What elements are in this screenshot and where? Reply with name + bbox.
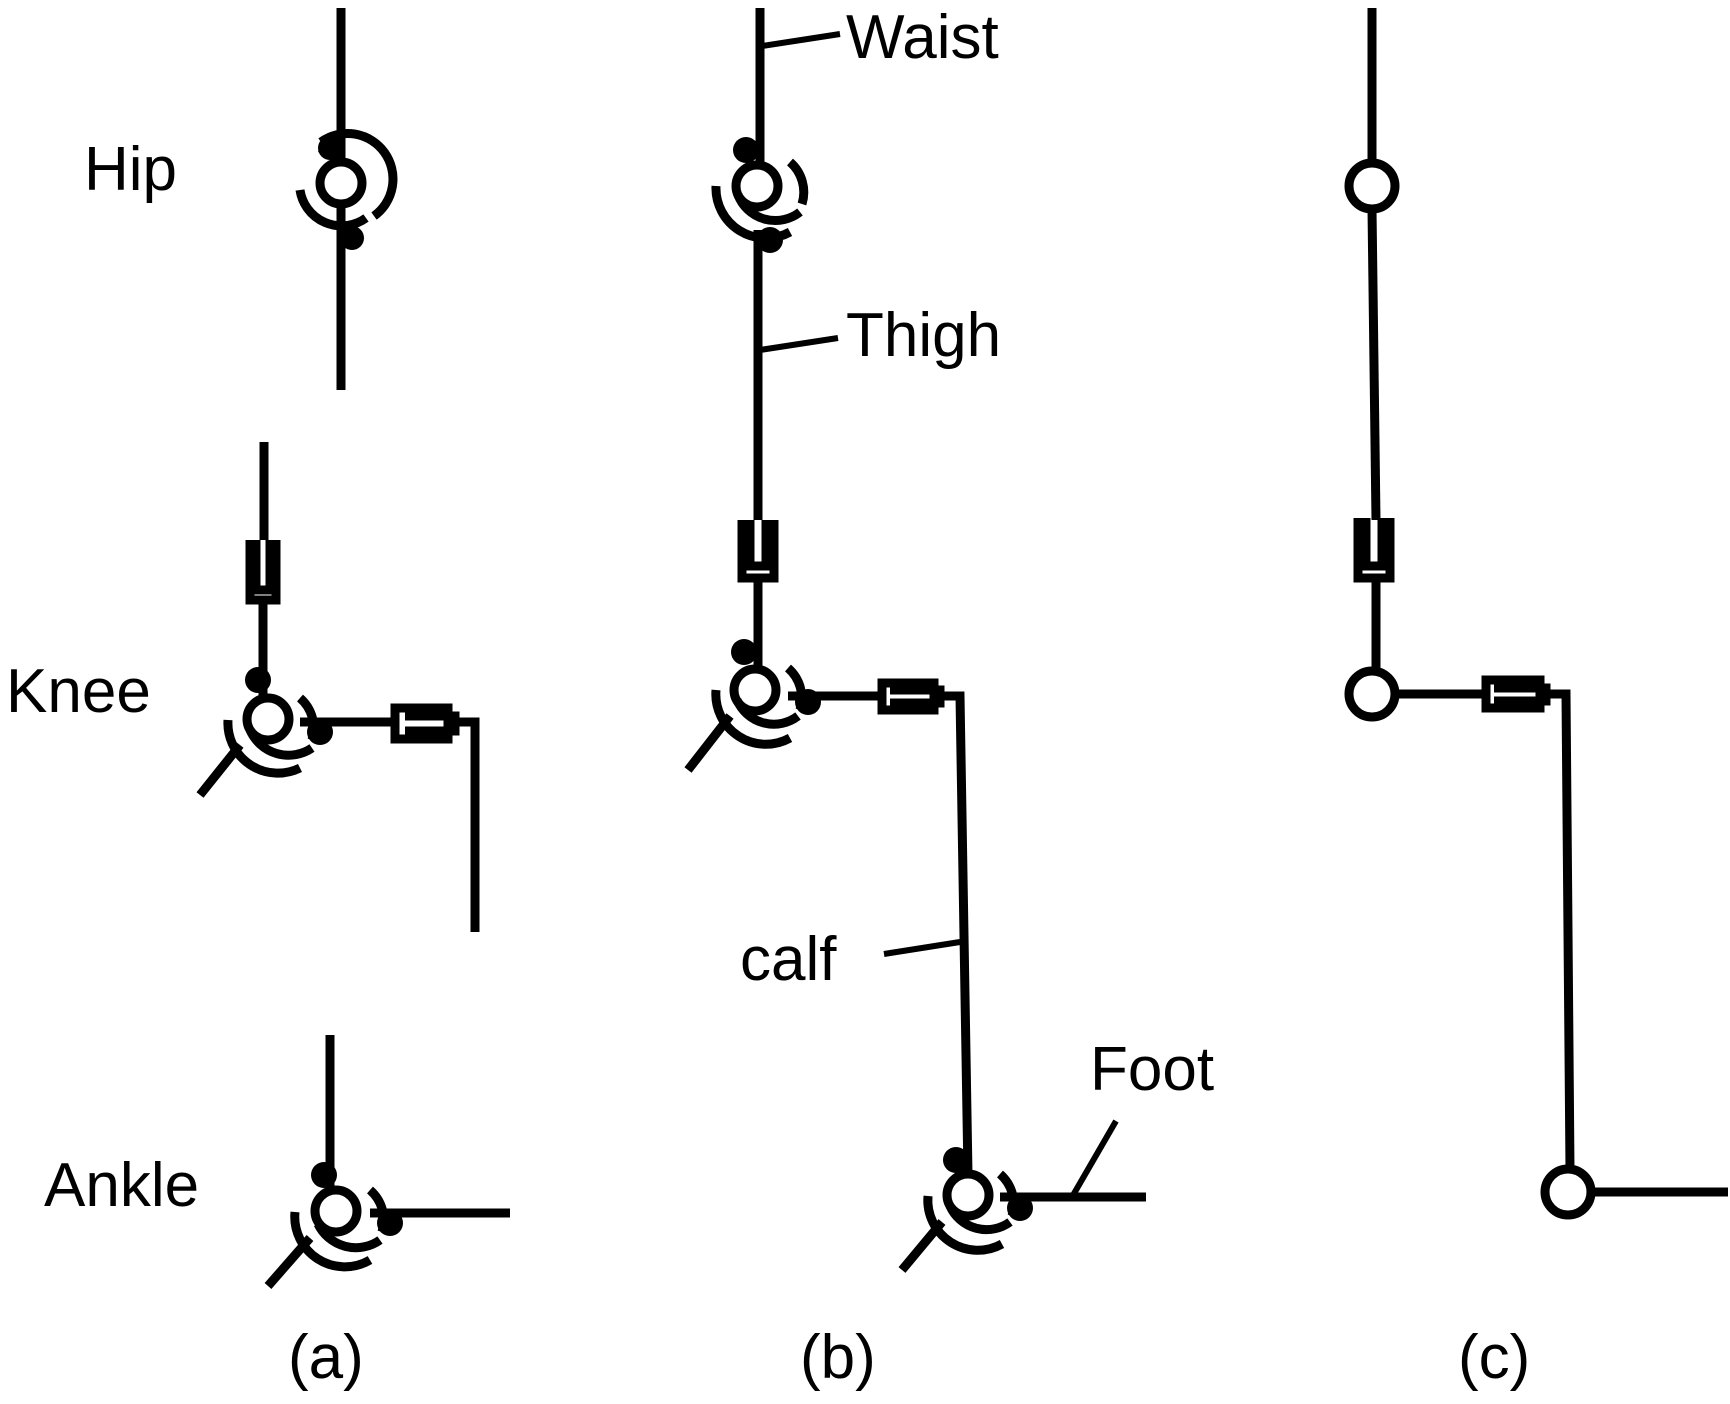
caption-a: (a) <box>288 1323 364 1392</box>
knee-joint-c <box>1344 666 1400 722</box>
panel-b <box>684 8 1146 1273</box>
hip-joint-a <box>295 8 398 390</box>
panel-c <box>1344 8 1728 1220</box>
foot-label: Foot <box>1090 1035 1214 1104</box>
calf-label: calf <box>740 925 837 994</box>
panel-a <box>196 8 510 1289</box>
knee-joint-a <box>196 442 480 932</box>
hip-label: Hip <box>84 135 177 204</box>
hip-joint-c <box>1344 158 1400 214</box>
knee-joint-b <box>684 639 973 1176</box>
thigh-link-c <box>1367 208 1381 521</box>
calf-link-b <box>883 939 961 957</box>
caption-c: (c) <box>1458 1323 1530 1392</box>
thigh-link-b <box>737 230 839 668</box>
ankle-joint-b <box>898 1119 1146 1273</box>
thigh-label: Thigh <box>846 301 1001 370</box>
ankle-label: Ankle <box>44 1151 199 1220</box>
thigh-prismatic-c <box>1353 518 1395 668</box>
waist-label: Waist <box>846 3 999 72</box>
hip-joint-b <box>711 137 809 253</box>
ankle-joint-c <box>1540 1164 1596 1220</box>
caption-b: (b) <box>800 1323 876 1392</box>
calf-link-c <box>1395 675 1575 1171</box>
waist-link-b <box>755 8 841 165</box>
knee-label: Knee <box>6 657 151 726</box>
ankle-joint-a <box>264 1035 510 1289</box>
